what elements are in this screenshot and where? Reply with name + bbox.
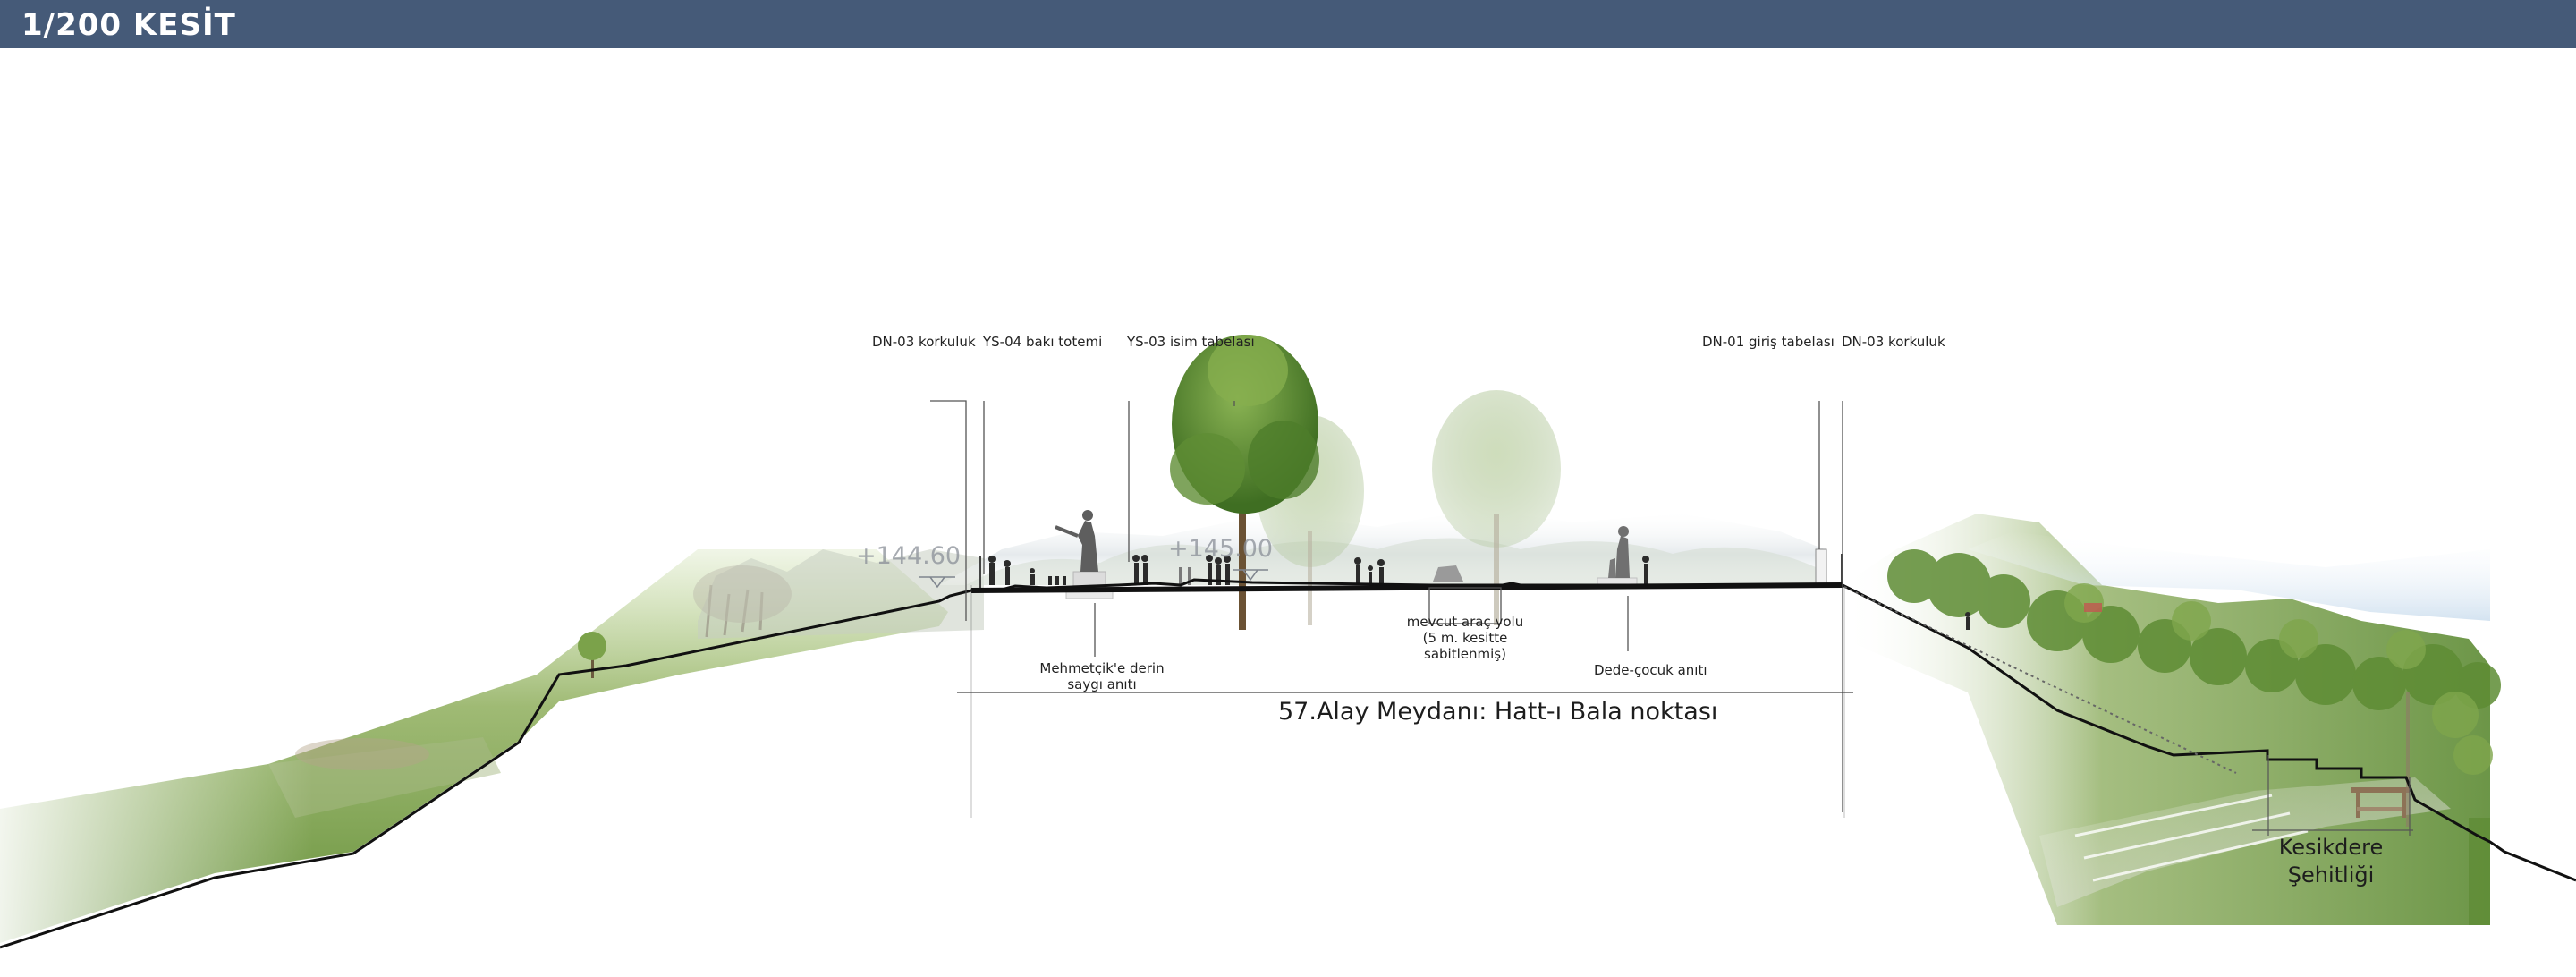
elevation-center: +145.00: [1168, 535, 1274, 563]
label-road-line3: sabitlenmiş): [1424, 646, 1506, 662]
plaza-slab: [971, 582, 1843, 593]
woodland-haze: [939, 509, 1825, 585]
cemetery-label-line1: Kesikdere: [2278, 835, 2384, 860]
cemetery-dimension: [2252, 755, 2413, 836]
cemetery-label-line2: Şehitliği: [2287, 862, 2375, 888]
label-mehmetcik: Mehmetçik'e derin saygı anıtı: [1030, 660, 1174, 692]
label-ys04: YS-04 bakı totemi: [983, 334, 1103, 350]
label-mehmetcik-line1: Mehmetçik'e derin: [1039, 660, 1165, 676]
label-road-line1: mevcut araç yolu: [1406, 614, 1524, 630]
right-hillside: [1843, 514, 2501, 925]
leader-lines: [930, 400, 1843, 812]
label-mehmetcik-line2: saygı anıtı: [1067, 676, 1137, 692]
label-ys03: YS-03 isim tabelası: [1127, 334, 1255, 350]
label-dn03-right: DN-03 korkuluk: [1842, 334, 1945, 350]
label-road: mevcut araç yolu (5 m. kesitte sabitlenm…: [1394, 614, 1537, 662]
plaza-dimension: [957, 585, 1853, 818]
main-tree: [1170, 335, 1319, 630]
cemetery-label: Kesikdere Şehitliği: [2259, 834, 2402, 889]
label-dede: Dede-çocuk anıtı: [1594, 662, 1707, 678]
plaza-main-label: 57.Alay Meydanı: Hatt-ı Bala noktası: [1278, 698, 1718, 726]
elevation-left: +144.60: [856, 542, 962, 570]
small-tree: [578, 632, 606, 678]
ghost-tree-2: [1432, 390, 1561, 625]
label-dn01: DN-01 giriş tabelası: [1702, 334, 1835, 350]
ground-section-line: [0, 578, 2576, 949]
header-bar: [0, 0, 2576, 48]
page-title: 1/200 KESİT: [21, 7, 236, 43]
label-dn03-left: DN-03 korkuluk: [872, 334, 976, 350]
left-grassland: [0, 549, 984, 977]
site-section-drawing: [0, 335, 2576, 977]
elevation-markers: [919, 569, 1268, 589]
plaza-silhouettes: [979, 510, 1970, 630]
label-road-line2: (5 m. kesitte: [1422, 630, 1508, 646]
pergola: [2351, 787, 2410, 818]
